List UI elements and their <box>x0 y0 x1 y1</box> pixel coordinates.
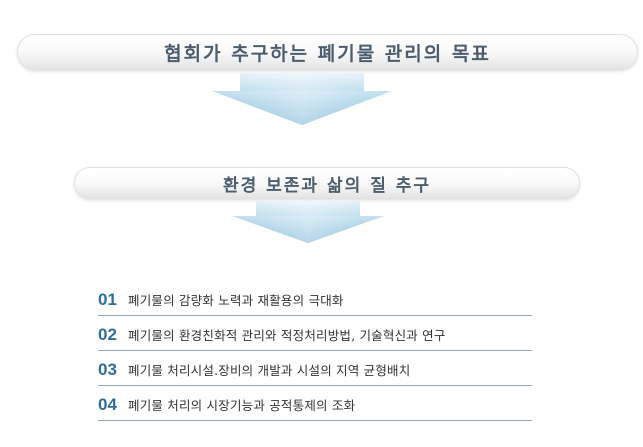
goal-number: 01 <box>98 289 117 309</box>
goal-text: 폐기물의 환경친화적 관리와 적정처리방법, 기술혁신과 연구 <box>128 328 446 343</box>
goal-item: 01 폐기물의 감량화 노력과 재활용의 극대화 <box>98 281 532 316</box>
goal-text: 폐기물 처리의 시장기능과 공적통제의 조화 <box>128 398 356 413</box>
goal-list: 01 폐기물의 감량화 노력과 재활용의 극대화 02 폐기물의 환경친화적 관… <box>98 281 532 421</box>
goal-item: 04 폐기물 처리의 시장기능과 공적통제의 조화 <box>98 386 532 421</box>
goal-text: 폐기물 처리시설.장비의 개발과 시설의 지역 균형배치 <box>128 363 411 378</box>
goal-number: 04 <box>98 394 117 414</box>
down-arrow-icon <box>212 73 392 125</box>
goal-number: 03 <box>98 359 117 379</box>
top-goal-title: 협회가 추구하는 폐기물 관리의 목표 <box>164 42 491 65</box>
mid-goal-title: 환경 보존과 삶의 질 추구 <box>222 175 432 196</box>
down-arrow-icon <box>232 201 384 243</box>
mid-goal-banner: 환경 보존과 삶의 질 추구 <box>74 167 580 199</box>
goal-item: 03 폐기물 처리시설.장비의 개발과 시설의 지역 균형배치 <box>98 351 532 386</box>
top-goal-banner: 협회가 추구하는 폐기물 관리의 목표 <box>17 34 638 70</box>
goal-item: 02 폐기물의 환경친화적 관리와 적정처리방법, 기술혁신과 연구 <box>98 316 532 351</box>
goal-text: 폐기물의 감량화 노력과 재활용의 극대화 <box>128 293 344 308</box>
goal-number: 02 <box>98 324 117 344</box>
